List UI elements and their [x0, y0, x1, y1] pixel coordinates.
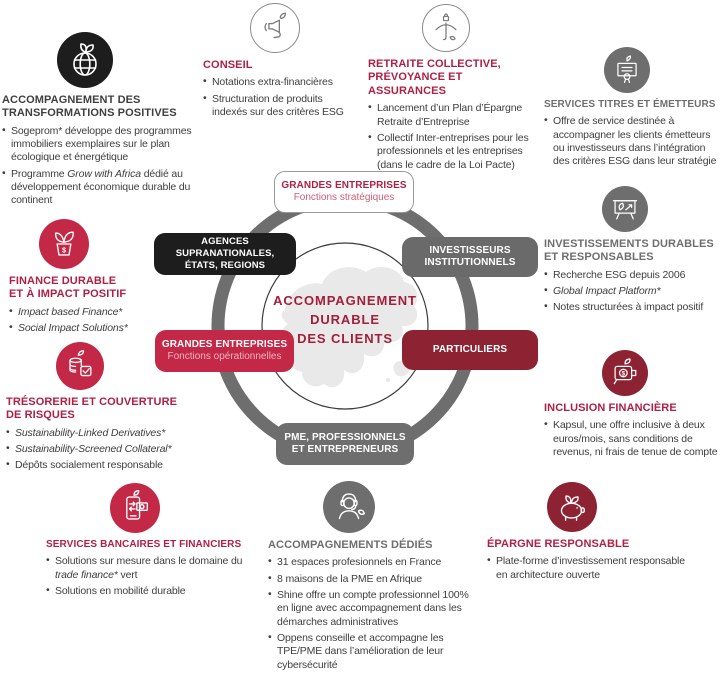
bullet-list: Notations extra-financièresStructuration… [203, 75, 358, 120]
heading-line: DES CLIENTS [297, 331, 393, 346]
client-box-sublabel: Fonctions opérationnelles [167, 351, 282, 362]
bullet-list: Recherche ESG depuis 2006Global Impact P… [544, 268, 722, 315]
client-box-supranational: AGENCES SUPRANATIONALES,ÉTATS, REGIONS [154, 233, 296, 275]
headset-support-icon [323, 481, 375, 533]
bullet-list: Sustainability-Linked Derivatives* Sustai… [6, 426, 191, 473]
bullet-item: Sogeprom* développe des programmes immob… [2, 124, 208, 165]
svg-text:$: $ [622, 370, 626, 377]
bullet-item: Collectif Inter-entreprises pour les pro… [368, 131, 540, 172]
section-dedicated-support: ACCOMPAGNEMENTS DÉDIÉS 31 espaces profes… [268, 481, 476, 675]
section-securities-services: SERVICES TITRES ET ÉMETTEURS Offre de se… [544, 47, 722, 172]
client-box-label: AGENCES SUPRANATIONALES,ÉTATS, REGIONS [175, 236, 275, 271]
bullet-list: 31 espaces profesionnels en France 8 mais… [268, 555, 476, 672]
bullet-item: Notes structurées à impact positif [544, 300, 722, 314]
section-title: RETRAITE COLLECTIVE,PRÉVOYANCE ET ASSURA… [368, 58, 501, 97]
bullet-item: Offre de service destinée à accompagner … [544, 114, 722, 168]
bullet-list: Plate-forme d’investissement responsable… [487, 554, 697, 582]
bullet-list: Solutions sur mesure dans le domaine du … [46, 554, 251, 598]
bullet-list: Impact based Finance* Social Impact Solut… [9, 305, 164, 336]
piggy-bank-icon [547, 482, 597, 532]
globe-leaf-icon [57, 32, 113, 88]
umbrella-protection-icon [422, 4, 470, 52]
client-box-label: GRANDES ENTREPRISES [161, 338, 288, 350]
bullet-list: Lancement d’un Plan d’Épargne Retraite d… [368, 101, 540, 172]
bullet-item: Programme Grow with Africa dédié au déve… [2, 167, 208, 208]
bullet-item: Kapsul, une offre inclusive à deux euros… [544, 418, 722, 459]
section-title: ACCOMPAGNEMENTS DÉDIÉS [268, 539, 433, 551]
bullet-item: Social Impact Solutions* [9, 321, 164, 335]
bullet-item: Global Impact Platform* [544, 284, 722, 298]
heading-line: ACCOMPAGNEMENT [273, 293, 417, 308]
bullet-item: Sustainability-Screened Collateral* [6, 442, 191, 456]
bullet-item: Sustainability-Linked Derivatives* [6, 426, 191, 440]
plant-growth-icon: $ [39, 219, 89, 269]
section-title: ÉPARGNE RESPONSABLE [487, 538, 630, 550]
section-title: SERVICES BANCAIRES ET FINANCIERS [46, 539, 242, 550]
section-financial-inclusion: $ INCLUSION FINANCIÈRE Kapsul, une offre… [544, 350, 722, 462]
client-box-strategic: GRANDES ENTREPRISES Fonctions stratégiqu… [274, 171, 414, 213]
bullet-item: Structuration de produits indexés sur de… [203, 92, 358, 120]
heading-line: DURABLE [310, 312, 380, 327]
megaphone-advice-icon [250, 3, 300, 53]
wallet-inclusion-icon: $ [602, 350, 648, 396]
coins-risk-icon [56, 342, 104, 390]
client-box-individuals: PARTICULIERS [402, 330, 538, 370]
svg-text:$: $ [62, 246, 66, 255]
mobile-banking-icon [110, 483, 160, 533]
bullet-item: Dépôts socialement responsable [6, 458, 191, 472]
client-box-label: PARTICULIERS [432, 343, 508, 355]
bullet-list: Kapsul, une offre inclusive à deux euros… [544, 418, 722, 459]
certificate-icon [604, 47, 650, 93]
section-title: INCLUSION FINANCIÈRE [544, 402, 677, 414]
bullet-item: Solutions en mobilité durable [46, 584, 251, 598]
bullet-list: Offre de service destinée à accompagner … [544, 114, 722, 168]
section-title: SERVICES TITRES ET ÉMETTEURS [544, 99, 716, 110]
client-box-operational: GRANDES ENTREPRISES Fonctions opérationn… [155, 330, 294, 372]
bullet-item: Shine offre un compte professionnel 100%… [268, 588, 476, 629]
section-retirement-insurance: RETRAITE COLLECTIVE,PRÉVOYANCE ET ASSURA… [368, 4, 540, 175]
bullet-item: Plate-forme d’investissement responsable… [487, 554, 697, 582]
bullet-item: Impact based Finance* [9, 305, 164, 319]
presentation-chart-icon [602, 186, 648, 232]
client-box-sublabel: Fonctions stratégiques [293, 192, 395, 203]
bullet-item: 8 maisons de la PME en Afrique [268, 572, 476, 586]
bullet-item: Notations extra-financières [203, 75, 358, 89]
bullet-list: Sogeprom* développe des programmes immob… [2, 124, 208, 208]
client-box-label: GRANDES ENTREPRISES [281, 179, 407, 191]
bullet-item: Recherche ESG depuis 2006 [544, 268, 722, 282]
section-title: CONSEIL [203, 59, 253, 71]
section-responsible-savings: ÉPARGNE RESPONSABLE Plate-forme d’invest… [487, 482, 697, 585]
bullet-item: Solutions sur mesure dans le domaine du … [46, 554, 251, 582]
center-heading: ACCOMPAGNEMENT DURABLE DES CLIENTS [245, 291, 445, 348]
bullet-item: 31 espaces profesionnels en France [268, 555, 476, 569]
bullet-item: Lancement d’un Plan d’Épargne Retraite d… [368, 101, 540, 129]
bullet-item: Oppens conseille et accompagne les TPE/P… [268, 631, 476, 672]
section-banking-services: SERVICES BANCAIRES ET FINANCIERS Solutio… [46, 483, 251, 601]
section-advisory: CONSEIL Notations extra-financièresStruc… [203, 3, 358, 122]
